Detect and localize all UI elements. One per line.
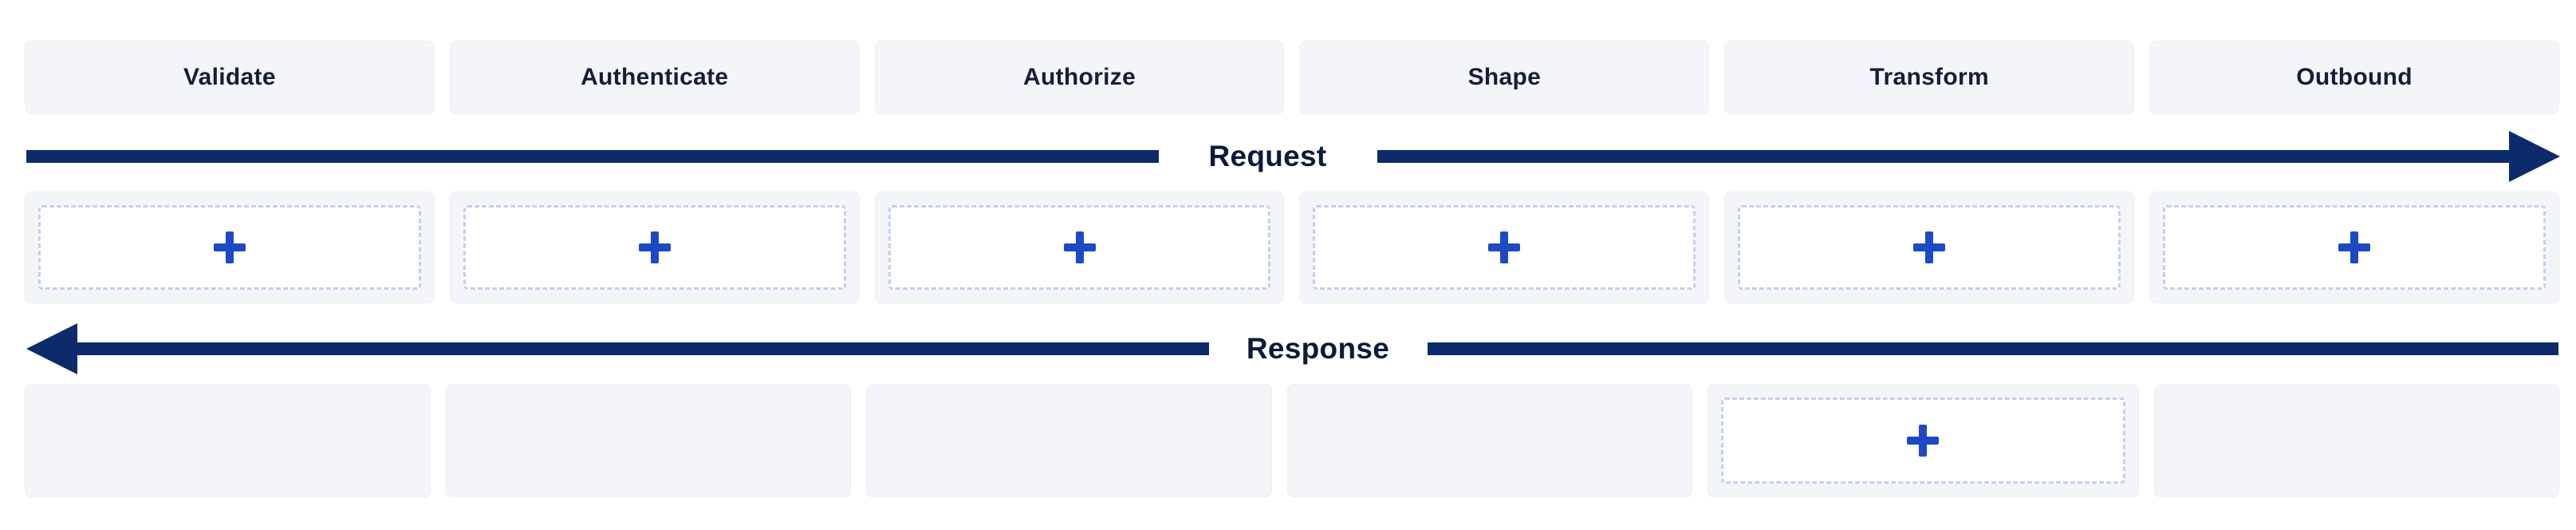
add-request-policy-button-validate[interactable] <box>38 205 421 290</box>
stage-header-label: Authorize <box>1023 64 1136 90</box>
request-arrowhead-right-icon <box>2509 131 2560 182</box>
response-slot-outbound <box>2153 384 2559 497</box>
stage-header-label: Authenticate <box>581 64 729 90</box>
stage-header-shape: Shape <box>1299 41 1710 114</box>
add-request-policy-button-authenticate[interactable] <box>463 205 846 290</box>
request-arrow: Request <box>26 129 2560 184</box>
stage-header-validate: Validate <box>25 41 435 114</box>
add-response-policy-button-transform[interactable] <box>1721 398 2125 484</box>
request-slot-outbound <box>2149 192 2559 303</box>
stage-header-row: Validate Authenticate Authorize Shape Tr… <box>0 0 2576 114</box>
stage-header-authenticate: Authenticate <box>449 41 860 114</box>
add-request-policy-button-outbound[interactable] <box>2163 205 2546 290</box>
response-policy-row <box>0 376 2576 497</box>
response-arrow-label: Response <box>1246 332 1390 365</box>
stage-header-transform: Transform <box>1724 41 2135 114</box>
request-slot-authorize <box>874 192 1285 303</box>
request-slot-validate <box>25 192 435 303</box>
stage-header-label: Transform <box>1869 64 1989 90</box>
request-arrow-bar-right <box>1377 150 2509 163</box>
plus-icon <box>1913 231 1946 263</box>
add-request-policy-button-transform[interactable] <box>1738 205 2121 290</box>
plus-icon <box>1063 231 1096 263</box>
stage-header-authorize: Authorize <box>874 41 1285 114</box>
response-slot-authenticate <box>445 384 851 497</box>
request-arrow-label: Request <box>1208 140 1327 172</box>
request-slot-authenticate <box>449 192 860 303</box>
plus-icon <box>1907 425 1940 457</box>
plus-icon <box>1488 231 1521 263</box>
response-arrow-bar-right <box>1427 342 2558 355</box>
plus-icon <box>638 231 671 263</box>
response-arrowhead-left-icon <box>26 323 77 374</box>
response-slot-authorize <box>866 384 1272 497</box>
request-slot-transform <box>1724 192 2135 303</box>
response-arrow-bar-left <box>77 342 1209 355</box>
response-slot-shape <box>1286 384 1692 497</box>
request-slot-shape <box>1299 192 1710 303</box>
stage-header-label: Outbound <box>2296 64 2413 90</box>
add-request-policy-button-authorize[interactable] <box>888 205 1271 290</box>
response-slot-validate <box>25 384 431 497</box>
request-arrow-bar-left <box>26 150 1159 163</box>
stage-header-outbound: Outbound <box>2149 41 2559 114</box>
plus-icon <box>213 231 246 263</box>
response-slot-transform <box>1707 384 2139 497</box>
response-arrow: Response <box>26 322 2558 376</box>
stage-header-label: Shape <box>1467 64 1542 90</box>
stage-header-label: Validate <box>183 64 276 90</box>
add-request-policy-button-shape[interactable] <box>1313 205 1696 290</box>
plus-icon <box>2338 231 2371 263</box>
request-policy-row <box>0 184 2576 303</box>
